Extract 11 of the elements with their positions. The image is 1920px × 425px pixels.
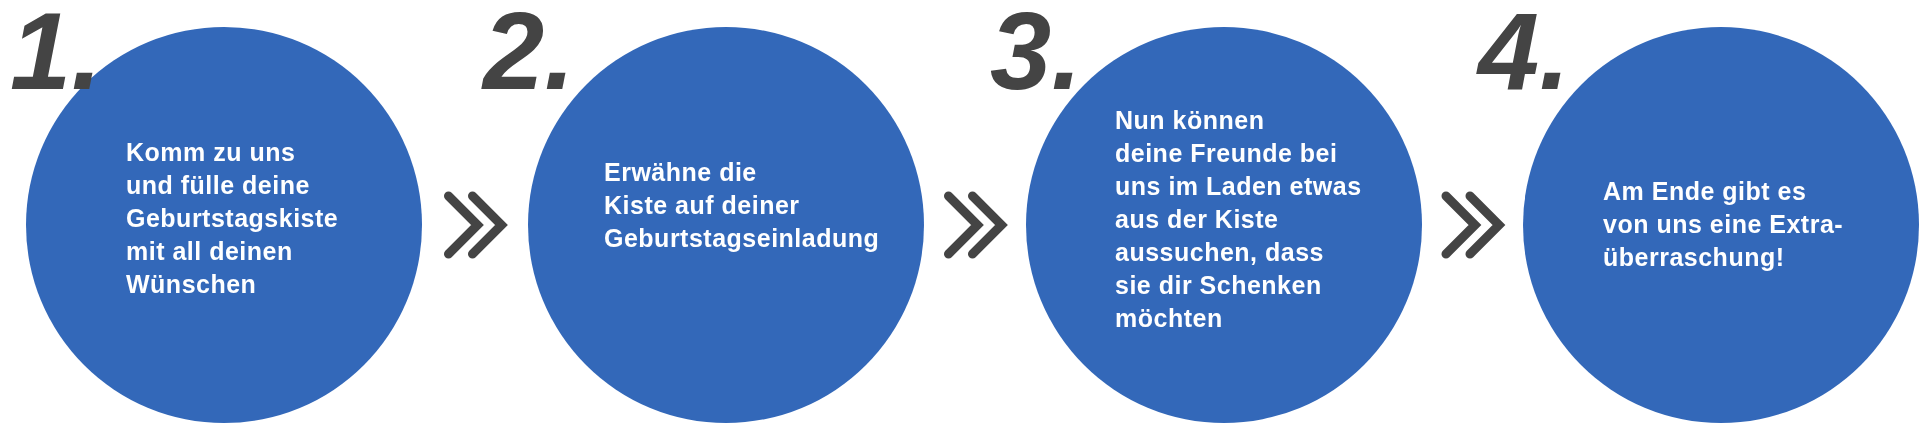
step-text: Komm zu uns und fülle deine Geburtstagskiste mit all deinen Wünschen	[126, 137, 339, 300]
double-chevron-arrow	[944, 191, 1008, 259]
step-number: 2.	[483, 4, 575, 98]
double-chevron-arrow	[444, 191, 508, 259]
step-number: 4.	[1478, 4, 1570, 98]
step-text: Am Ende gibt es von uns eine Extra- überraschung!	[1603, 176, 1844, 273]
double-chevron-arrow	[1441, 191, 1506, 259]
step-text: Nun können deine Freunde bei uns im Laden etwas aus der Kiste aussuchen, dass sie dir Schenken möchten	[1115, 105, 1362, 334]
step-number: 1.	[10, 4, 102, 98]
step-text: Erwähne die Kiste auf deiner Geburtstagseinladung	[604, 157, 880, 254]
step-number: 3.	[990, 4, 1082, 98]
